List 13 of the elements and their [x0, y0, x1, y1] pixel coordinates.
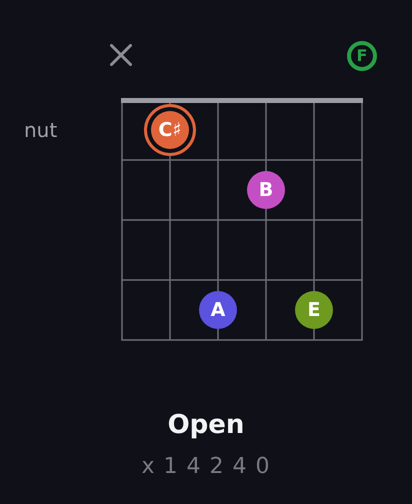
- note-name: F: [356, 48, 368, 64]
- note-name: C♯: [158, 120, 182, 140]
- note-marker: [199, 291, 237, 329]
- open-string-marker: [347, 41, 377, 71]
- root-note-marker: [144, 104, 196, 156]
- note-name: A: [210, 300, 226, 320]
- chord-name: Open: [166, 411, 246, 441]
- nut-label: nut: [24, 119, 58, 142]
- fingering-label: x 1 4 2 4 0: [140, 454, 272, 480]
- note-marker: [247, 171, 285, 209]
- note-marker: [295, 291, 333, 329]
- note-name: B: [258, 180, 274, 200]
- note-name: E: [308, 300, 320, 320]
